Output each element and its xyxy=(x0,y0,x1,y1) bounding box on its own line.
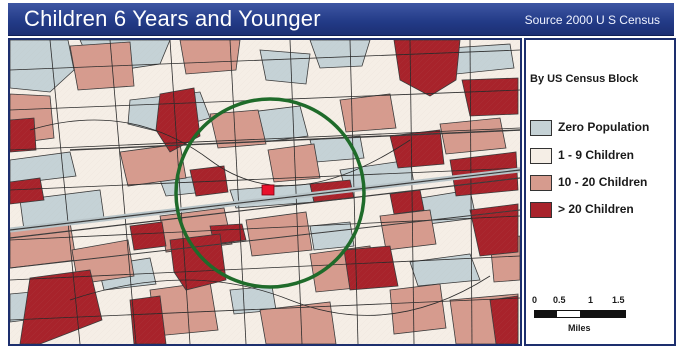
legend-swatch xyxy=(530,202,552,218)
scale-bar-graphic xyxy=(534,310,626,318)
scale-tick: 0.5 xyxy=(553,295,566,305)
legend-label: 1 - 9 Children xyxy=(558,148,635,162)
source-note: Source 2000 U S Census xyxy=(524,13,660,27)
legend-panel: By US Census Block Zero Population 1 - 9… xyxy=(524,38,676,346)
legend-swatch xyxy=(530,175,552,191)
census-block-map[interactable] xyxy=(10,40,520,344)
scale-segment xyxy=(535,311,557,317)
scale-bar: 0 0.5 1 1.5 Miles xyxy=(530,295,670,339)
scale-unit: Miles xyxy=(568,323,591,333)
scale-tick: 1.5 xyxy=(612,295,625,305)
legend-label: 10 - 20 Children xyxy=(558,175,648,189)
legend-swatch xyxy=(530,120,552,136)
scale-tick: 1 xyxy=(588,295,594,305)
legend-swatch xyxy=(530,148,552,164)
study-area-circle xyxy=(174,97,366,289)
title-banner: Children 6 Years and Younger Source 2000… xyxy=(8,3,674,36)
scale-segment xyxy=(580,311,625,317)
site-marker[interactable] xyxy=(261,184,275,196)
map-title: Children 6 Years and Younger xyxy=(24,6,321,31)
map-panel[interactable] xyxy=(8,38,522,346)
legend-label: Zero Population xyxy=(558,120,650,134)
legend-label: > 20 Children xyxy=(558,202,634,216)
scale-tick: 0 xyxy=(532,295,538,305)
scale-segment xyxy=(557,311,580,317)
legend-heading: By US Census Block xyxy=(530,73,639,85)
